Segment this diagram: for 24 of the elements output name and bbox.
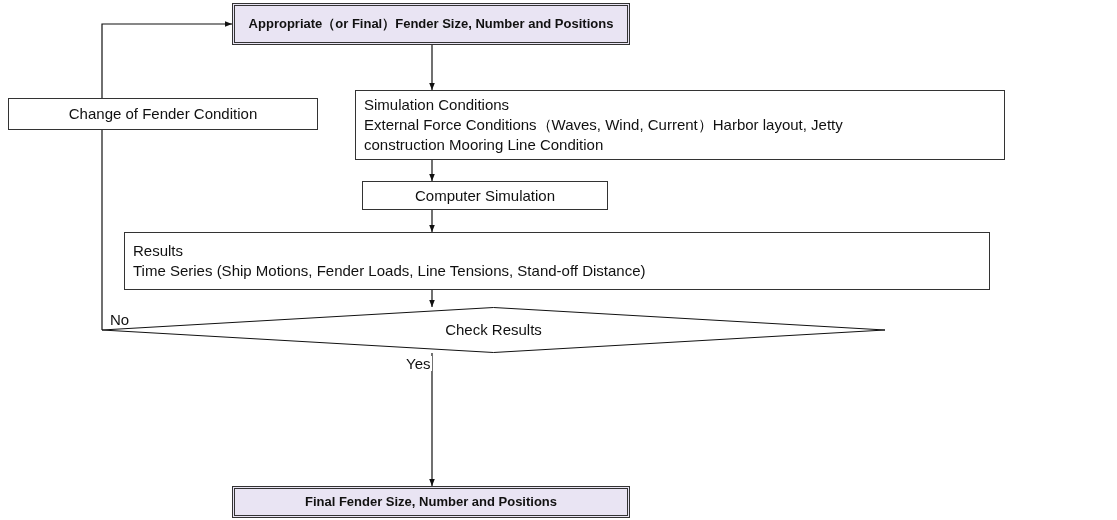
box-heading: Simulation Conditions [364,95,510,115]
process-box [8,98,318,130]
box-text: Change of Fender Condition [68,104,258,124]
process-box [124,232,990,290]
decision-text: Check Results [445,320,542,340]
title-box [232,486,630,518]
title-box [232,3,630,45]
process-box [355,90,1005,160]
box-text: Computer Simulation [414,185,556,206]
process-box [362,181,608,210]
arrow [429,289,435,308]
box-text: External Force Conditions（Waves, Wind, Current）Harbor layout, Jetty construction Mooring Line Condition [364,115,844,155]
edge-label: Yes [404,356,433,371]
arrow [429,44,435,91]
edge-label: No [108,312,132,327]
box-text: Time Series (Ship Motions, Fender Loads, Line Tensions, Stand-off Distance) [133,261,646,281]
arrow [429,352,435,487]
box-heading: Results [133,241,184,261]
box-text: Final Fender Size, Number and Positions [304,493,558,511]
arrow [429,159,435,182]
box-text: Appropriate（or Final）Fender Size, Number and Positions [248,15,614,33]
decision-diamond [102,307,885,353]
arrow [101,21,233,99]
arrow [429,209,435,233]
